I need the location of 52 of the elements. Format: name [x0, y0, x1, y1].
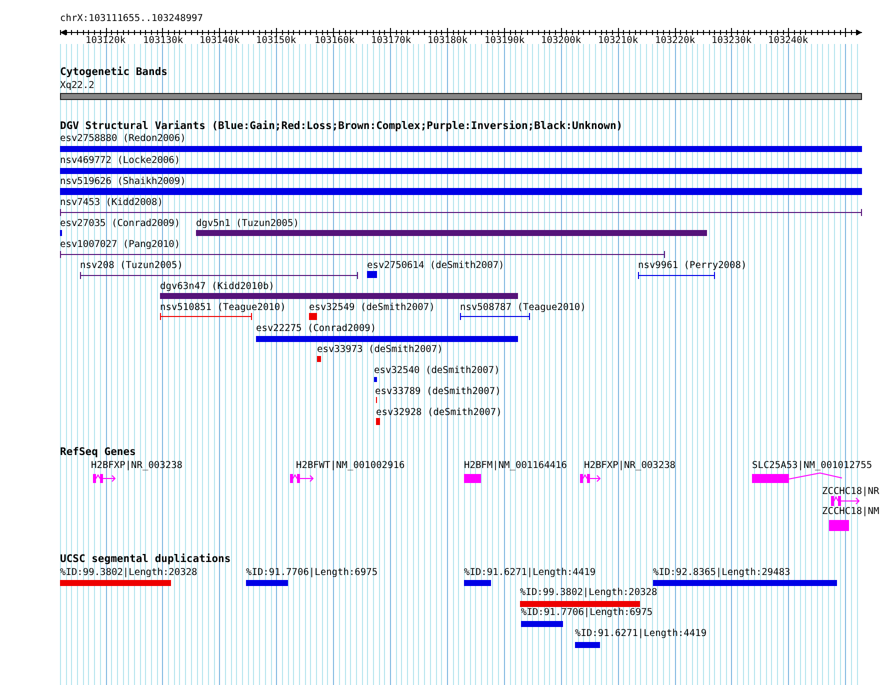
variant-label: nsv9961 (Perry2008) [638, 260, 747, 271]
tick-label: 103220k [655, 35, 696, 46]
tick-label: 103210k [598, 35, 638, 46]
variant-label: esv32540 (deSmith2007) [374, 365, 500, 376]
tick-label: 103120k [86, 35, 126, 46]
variant-label: nsv508787 (Teague2010) [460, 302, 586, 313]
duplication-label: %ID:99.3802|Length:20328 [60, 567, 198, 578]
tick-label: 103240k [768, 35, 808, 46]
variant-label: esv33973 (deSmith2007) [317, 344, 443, 355]
tick-label: 103150k [256, 35, 296, 46]
tick-label: 103140k [200, 35, 240, 46]
variant-label: esv2758880 (Redon2006) [60, 133, 186, 144]
track-title: DGV Structural Variants (Blue:Gain;Red:Loss;Brown:Complex;Purple:Inversion;Black:Unknown) [60, 121, 623, 132]
variant-label: esv2750614 (deSmith2007) [367, 260, 504, 271]
gene-label: ZCCHC18|NR [822, 486, 880, 497]
tick-label: 103180k [428, 35, 468, 46]
tick-label: 103170k [371, 35, 412, 46]
gene-label: SLC25A53|NM_001012755 [752, 460, 872, 471]
variant-label: dgv5n1 (Tuzun2005) [196, 218, 299, 229]
variant-label: esv22275 (Conrad2009) [256, 323, 376, 334]
gene-label: ZCCHC18|NM [822, 506, 880, 517]
variant-label: nsv510851 (Teague2010) [160, 302, 286, 313]
duplication-label: %ID:91.7706|Length:6975 [246, 567, 378, 578]
variant-label: esv32549 (deSmith2007) [309, 302, 435, 313]
duplication-label: %ID:92.8365|Length:29483 [653, 567, 790, 578]
gene-label: H2BFM|NM_001164416 [464, 460, 567, 471]
tick-label: 103200k [541, 35, 582, 46]
variant-label: esv32928 (deSmith2007) [376, 407, 502, 418]
gene-label: H2BFXP|NR_003238 [91, 460, 183, 471]
variant-label: esv27035 (Conrad2009) [60, 218, 180, 229]
duplication-label: %ID:91.6271|Length:4419 [464, 567, 596, 578]
variant-label: esv33789 (deSmith2007) [375, 386, 501, 397]
track-title: Cytogenetic Bands [60, 67, 168, 78]
track-title: UCSC segmental duplications [60, 554, 231, 565]
tick-label: 103130k [143, 35, 184, 46]
gene-label: H2BFXP|NR_003238 [584, 460, 676, 471]
gene-label: H2BFWT|NM_001002916 [296, 460, 405, 471]
variant-label: nsv208 (Tuzun2005) [80, 260, 183, 271]
track-title: RefSeq Genes [60, 447, 136, 458]
tick-label: 103190k [484, 35, 525, 46]
coordinate-range: chrX:103111655..103248997 [60, 13, 203, 24]
tick-label: 103230k [712, 35, 752, 46]
variant-label: dgv63n47 (Kidd2010b) [160, 281, 274, 292]
variant-label: nsv469772 (Locke2006) [60, 155, 180, 166]
variant-label: esv1007027 (Pang2010) [60, 239, 180, 250]
tick-label: 103160k [314, 35, 355, 46]
duplication-label: %ID:91.6271|Length:4419 [575, 628, 707, 639]
duplication-label: %ID:91.7706|Length:6975 [521, 607, 653, 618]
band-name: Xq22.2 [60, 80, 94, 91]
duplication-label: %ID:99.3802|Length:20328 [520, 587, 658, 598]
variant-label: nsv519626 (Shaikh2009) [60, 176, 186, 187]
variant-label: nsv7453 (Kidd2008) [60, 197, 163, 208]
